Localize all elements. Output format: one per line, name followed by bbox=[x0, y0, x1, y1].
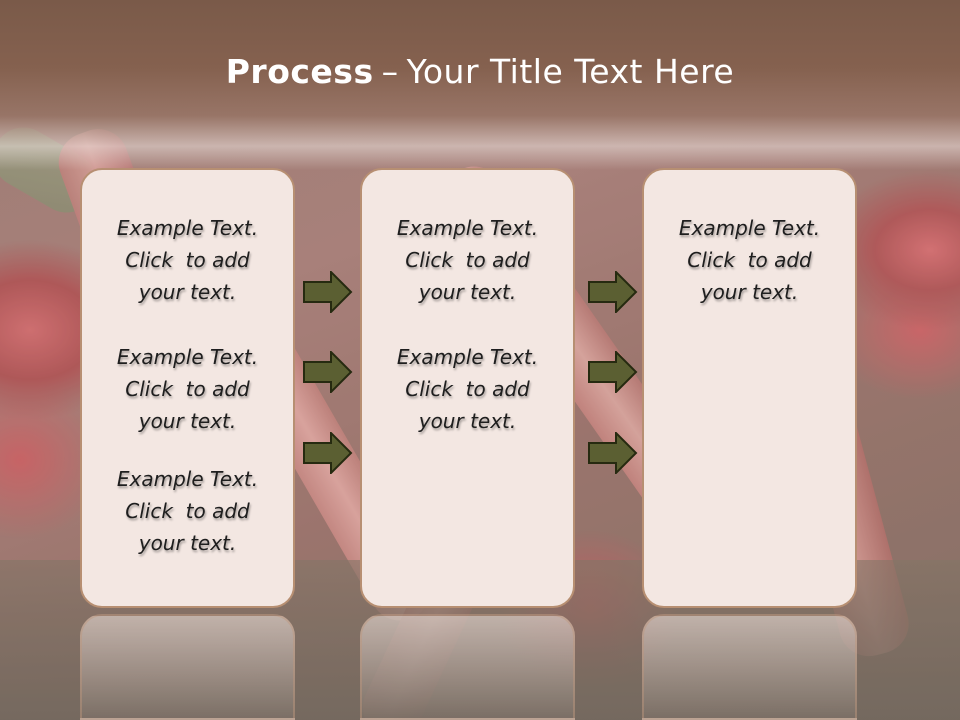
text-placeholder[interactable]: Example Text. Click to add your text. bbox=[82, 341, 293, 437]
right-arrow-icon[interactable] bbox=[303, 271, 353, 313]
text-line: your text. bbox=[138, 531, 237, 555]
box-reflection bbox=[360, 614, 575, 720]
text-placeholder[interactable]: Example Text. Click to add your text. bbox=[82, 212, 293, 308]
process-box-3[interactable]: Example Text. Click to add your text. bbox=[642, 168, 857, 608]
right-arrow-icon[interactable] bbox=[303, 351, 353, 393]
text-line: Example Text. bbox=[116, 467, 259, 491]
right-arrow-icon[interactable] bbox=[588, 271, 638, 313]
title-band bbox=[0, 0, 960, 170]
text-line: your text. bbox=[138, 280, 237, 304]
text-line: your text. bbox=[418, 280, 517, 304]
text-placeholder[interactable]: Example Text. Click to add your text. bbox=[362, 212, 573, 308]
text-line: Example Text. bbox=[396, 345, 539, 369]
text-line: your text. bbox=[418, 409, 517, 433]
slide-title[interactable]: Process–Your Title Text Here bbox=[0, 52, 960, 91]
text-line: your text. bbox=[700, 280, 799, 304]
process-box-2[interactable]: Example Text. Click to add your text. Ex… bbox=[360, 168, 575, 608]
title-rest: Your Title Text Here bbox=[406, 52, 735, 91]
text-placeholder[interactable]: Example Text. Click to add your text. bbox=[644, 212, 855, 308]
text-line: Click to add bbox=[125, 248, 250, 272]
text-line: Example Text. bbox=[396, 216, 539, 240]
text-line: Example Text. bbox=[116, 216, 259, 240]
box-reflection bbox=[642, 614, 857, 720]
text-placeholder[interactable]: Example Text. Click to add your text. bbox=[82, 463, 293, 559]
right-arrow-icon[interactable] bbox=[588, 432, 638, 474]
text-line: Click to add bbox=[125, 377, 250, 401]
text-line: Click to add bbox=[125, 499, 250, 523]
process-box-1[interactable]: Example Text. Click to add your text. Ex… bbox=[80, 168, 295, 608]
text-line: Click to add bbox=[687, 248, 812, 272]
right-arrow-icon[interactable] bbox=[588, 351, 638, 393]
text-line: your text. bbox=[138, 409, 237, 433]
text-line: Example Text. bbox=[678, 216, 821, 240]
box-reflection bbox=[80, 614, 295, 720]
text-line: Click to add bbox=[405, 248, 530, 272]
text-placeholder[interactable]: Example Text. Click to add your text. bbox=[362, 341, 573, 437]
text-line: Click to add bbox=[405, 377, 530, 401]
text-line: Example Text. bbox=[116, 345, 259, 369]
right-arrow-icon[interactable] bbox=[303, 432, 353, 474]
title-bold: Process bbox=[225, 52, 374, 91]
title-separator: – bbox=[381, 52, 399, 91]
